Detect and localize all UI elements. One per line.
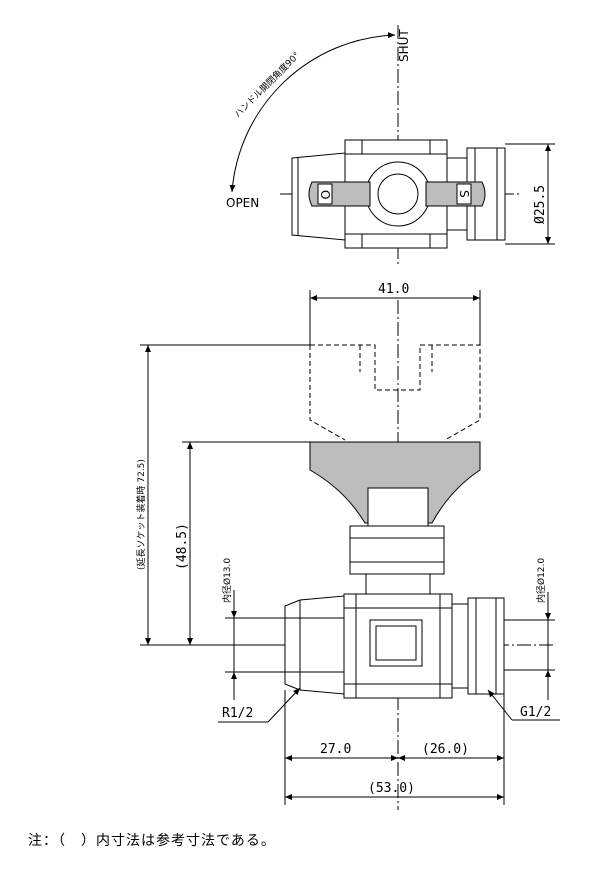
open-label: OPEN: [226, 196, 259, 210]
dim-handle-width: 41.0: [378, 282, 409, 297]
top-view: [229, 25, 555, 265]
dim-total-length: (53.0): [368, 781, 415, 796]
dim-inner-right: 内径Ø12.0: [535, 558, 547, 603]
dim-outer-diameter: Ø25.5: [533, 185, 548, 224]
thread-left-label: R1/2: [222, 706, 253, 721]
dim-socket-height: (延長ソケット装着時 72.5): [135, 459, 147, 570]
rotation-label: ハンドル開閉角度90°: [232, 49, 303, 120]
dim-inner-left: 内径Ø13.0: [221, 558, 233, 603]
handle-o-mark: O: [318, 190, 332, 199]
shut-label: SHUT: [397, 29, 411, 62]
reference-note: 注：（ ）内寸法は参考寸法である。: [28, 833, 276, 849]
dim-right-length: (26.0): [422, 742, 469, 757]
handle-s-mark: S: [457, 190, 471, 198]
dim-height: (48.5): [175, 523, 190, 570]
front-view: [140, 290, 560, 810]
thread-right-label: G1/2: [520, 705, 551, 720]
dim-left-length: 27.0: [320, 742, 351, 757]
